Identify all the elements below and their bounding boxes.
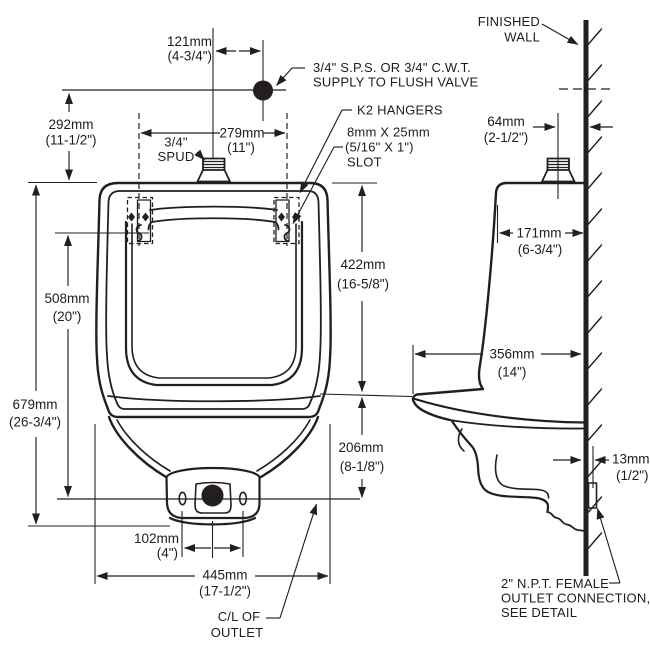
k2-hangers-label: K2 HANGERS bbox=[357, 103, 443, 118]
dim-171-inch: (6-3/4") bbox=[518, 242, 563, 257]
dim-102-mm: 102mm bbox=[134, 531, 179, 546]
dim-508-inch: (20") bbox=[53, 309, 82, 324]
supply-label-1: 3/4" S.P.S. OR 3/4" C.W.T. bbox=[313, 60, 471, 75]
side-trap-break-line bbox=[546, 511, 586, 532]
dim-292-mm: 292mm bbox=[48, 117, 93, 132]
side-bowl-sweep bbox=[413, 397, 587, 424]
dim-121-mm: 121mm bbox=[167, 34, 212, 49]
hanger-bolt-left-a bbox=[128, 212, 135, 222]
supply-point bbox=[253, 80, 273, 101]
dim-445: 445mm (17-1/2") bbox=[96, 568, 329, 599]
dim-445-mm: 445mm bbox=[202, 568, 247, 583]
apron-left-edge bbox=[107, 415, 168, 479]
rim-opening-outer bbox=[124, 220, 304, 387]
dim-171: 171mm (6-3/4") bbox=[499, 226, 584, 257]
dim-13-mm: 13mm bbox=[612, 452, 650, 467]
dim-64-mm: 64mm bbox=[487, 114, 525, 129]
dim-64: 64mm (2-1/2") bbox=[484, 114, 613, 145]
npt-label-2: OUTLET CONNECTION, bbox=[501, 591, 650, 606]
front-inner-shell-line bbox=[105, 190, 322, 410]
dim-679: 679mm (26-3/4") bbox=[9, 184, 61, 525]
dim-13: 13mm (1/2") bbox=[553, 452, 650, 483]
apron-right-accent bbox=[256, 419, 311, 472]
dim-102-inch: (4") bbox=[157, 546, 178, 561]
callout-spud: 3/4" SPUD bbox=[158, 135, 205, 164]
callout-cl-outlet: C/L OF OUTLET bbox=[211, 503, 318, 640]
slot-label-2: (5/16" X 1") bbox=[345, 140, 414, 155]
dim-356-mm: 356mm bbox=[489, 347, 534, 362]
npt-label-3: SEE DETAIL bbox=[501, 605, 577, 620]
dim-292: 292mm (11-1/2") bbox=[45, 93, 97, 181]
slot-label-3: SLOT bbox=[347, 155, 382, 170]
dim-422-mm: 422mm bbox=[340, 257, 385, 272]
dim-445-inch: (17-1/2") bbox=[199, 584, 251, 599]
side-bowl-under bbox=[449, 419, 586, 430]
dim-279-inch: (11") bbox=[227, 140, 255, 155]
outlet-boss bbox=[165, 466, 261, 520]
front-view-urinal bbox=[95, 113, 332, 526]
front-outer-shell bbox=[95, 181, 332, 419]
rim-bottom-extension bbox=[319, 393, 413, 398]
hanger-bolt-left-b bbox=[142, 212, 149, 222]
dim-102: 102mm (4") bbox=[134, 531, 241, 561]
side-trap-inner bbox=[494, 454, 550, 499]
callout-finished-wall: FINISHED WALL bbox=[478, 14, 579, 45]
callout-supply: 3/4" S.P.S. OR 3/4" C.W.T. SUPPLY TO FLU… bbox=[276, 60, 478, 90]
spud-label-2: SPUD bbox=[158, 149, 195, 164]
side-trap-hook bbox=[457, 428, 465, 452]
dim-13-inch: (1/2") bbox=[616, 468, 649, 483]
dim-206: 206mm (8-1/8") bbox=[338, 397, 385, 498]
outlet-opening bbox=[201, 484, 224, 507]
dim-679-mm: 679mm bbox=[12, 397, 57, 412]
apron-right-edge bbox=[259, 415, 320, 479]
wall-hatching bbox=[587, 28, 603, 549]
callout-slot: 8mm X 25mm (5/16" X 1") SLOT bbox=[292, 125, 430, 224]
dim-279: 279mm (11") bbox=[140, 126, 286, 155]
callout-npt-outlet: 2" N.P.T. FEMALE OUTLET CONNECTION, SEE … bbox=[501, 508, 650, 620]
spud-label-1: 3/4" bbox=[164, 135, 188, 150]
dim-422: 422mm (16-5/8") bbox=[337, 185, 389, 392]
apron-left-accent bbox=[116, 419, 171, 472]
supply-label-2: SUPPLY TO FLUSH VALVE bbox=[313, 75, 478, 90]
dim-292-inch: (11-1/2") bbox=[45, 133, 96, 148]
dim-206-inch: (8-1/8") bbox=[340, 459, 385, 474]
dim-279-mm: 279mm bbox=[219, 126, 264, 141]
front-spud bbox=[196, 157, 231, 183]
slot-label-1: 8mm X 25mm bbox=[347, 125, 430, 140]
finished-wall-label-1: FINISHED bbox=[478, 14, 540, 29]
dim-508-mm: 508mm bbox=[44, 291, 89, 306]
dim-356: 356mm (14") bbox=[414, 347, 582, 380]
ledge-line-upper bbox=[149, 205, 278, 211]
cl-outlet-label-2: OUTLET bbox=[211, 625, 263, 640]
dim-121-inch: (4-3/4") bbox=[167, 49, 212, 64]
front-shelf-curve bbox=[107, 395, 321, 403]
dimensions: 121mm (4-3/4") 292mm (11-1/2") 279mm (11… bbox=[9, 34, 650, 599]
dim-171-mm: 171mm bbox=[516, 226, 561, 241]
rim-opening-inner bbox=[131, 223, 297, 379]
npt-label-1: 2" N.P.T. FEMALE bbox=[501, 576, 609, 591]
dim-206-mm: 206mm bbox=[338, 440, 383, 455]
dim-356-inch: (14") bbox=[498, 365, 527, 380]
callout-k2-hangers: K2 HANGERS bbox=[299, 103, 443, 193]
side-outline bbox=[411, 181, 587, 422]
dim-422-inch: (16-5/8") bbox=[337, 277, 389, 292]
reference-lines bbox=[28, 28, 594, 584]
dim-121: 121mm (4-3/4") bbox=[167, 34, 261, 64]
finished-wall-label-2: WALL bbox=[504, 30, 540, 45]
cl-outlet-label-1: C/L OF bbox=[218, 609, 261, 624]
dim-679-inch: (26-3/4") bbox=[9, 415, 61, 430]
hanger-bolt-right-a bbox=[278, 212, 285, 222]
outlet-inner-rect bbox=[194, 481, 232, 514]
callouts: FINISHED WALL 3/4" S.P.S. OR 3/4" C.W.T.… bbox=[158, 14, 650, 640]
dim-64-inch: (2-1/2") bbox=[484, 130, 529, 145]
finished-wall bbox=[559, 20, 614, 576]
side-trap-outer bbox=[450, 419, 550, 514]
dim-508: 508mm (20") bbox=[44, 235, 90, 497]
